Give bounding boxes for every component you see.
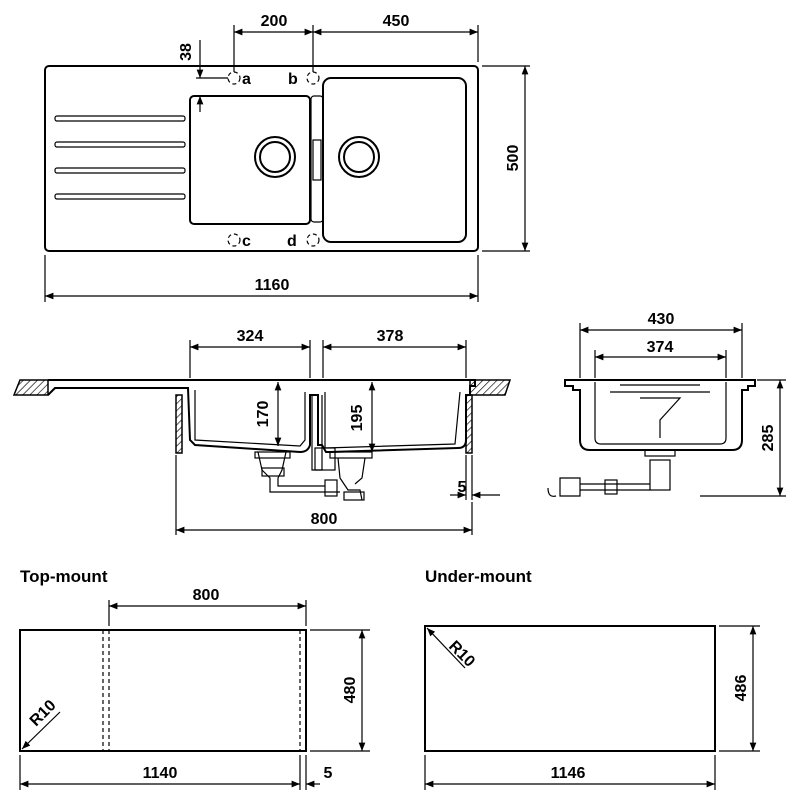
dim-5-topmount: 5 — [324, 765, 333, 782]
top-mount-title: Top-mount — [20, 567, 108, 586]
tap-hole-b — [306, 71, 320, 85]
dim-5-section: 5 — [458, 479, 467, 496]
drain-large — [338, 136, 380, 178]
under-mount-outline — [424, 625, 716, 752]
hole-c-label: c — [242, 233, 251, 250]
overflow-strip — [310, 95, 324, 223]
top-view: a b c d 200 450 38 500 1160 — [44, 13, 530, 302]
top-mount-cutout: Top-mount 800 480 1140 5 R10 — [19, 567, 370, 790]
radius-undermount: R10 — [445, 638, 478, 671]
drainboard-grooves — [54, 115, 186, 200]
hole-d-label: d — [287, 233, 297, 250]
dim-500: 500 — [505, 145, 522, 172]
dim-200: 200 — [261, 13, 288, 30]
drain-pipes-section — [254, 395, 373, 501]
section-view: 324 378 170 195 5 800 — [12, 328, 512, 535]
hole-a-label: a — [242, 71, 251, 88]
top-mount-outline — [19, 629, 307, 752]
tap-hole-a — [227, 71, 241, 85]
drain-small — [254, 136, 296, 178]
dim-480: 480 — [342, 677, 359, 704]
countertop-left — [12, 379, 49, 396]
dim-450: 450 — [383, 13, 410, 30]
cabinet-left — [175, 394, 183, 454]
dim-285: 285 — [760, 425, 777, 452]
side-profile — [564, 379, 756, 451]
sink-outline — [44, 65, 479, 252]
dim-800-topmount: 800 — [193, 587, 220, 604]
dim-374: 374 — [647, 339, 674, 356]
tap-hole-c — [227, 233, 241, 247]
side-drain — [547, 449, 676, 497]
dim-1146: 1146 — [551, 765, 586, 782]
under-mount-title: Under-mount — [425, 567, 532, 586]
dim-430: 430 — [648, 311, 675, 328]
small-bowl — [189, 95, 311, 225]
dim-1140: 1140 — [143, 765, 178, 782]
dim-38: 38 — [178, 43, 195, 61]
dim-486: 486 — [733, 675, 750, 702]
tap-hole-d — [306, 233, 320, 247]
dim-800-section: 800 — [311, 511, 338, 528]
dim-324: 324 — [237, 328, 264, 345]
dim-170: 170 — [255, 401, 272, 428]
dim-378: 378 — [377, 328, 404, 345]
radius-topmount: R10 — [27, 697, 60, 730]
under-mount-cutout: Under-mount 486 1146 R10 — [424, 567, 760, 790]
dim-1160: 1160 — [255, 277, 290, 294]
dim-195: 195 — [349, 405, 366, 432]
side-view: 430 374 285 — [547, 311, 786, 497]
hole-b-label: b — [288, 71, 298, 88]
